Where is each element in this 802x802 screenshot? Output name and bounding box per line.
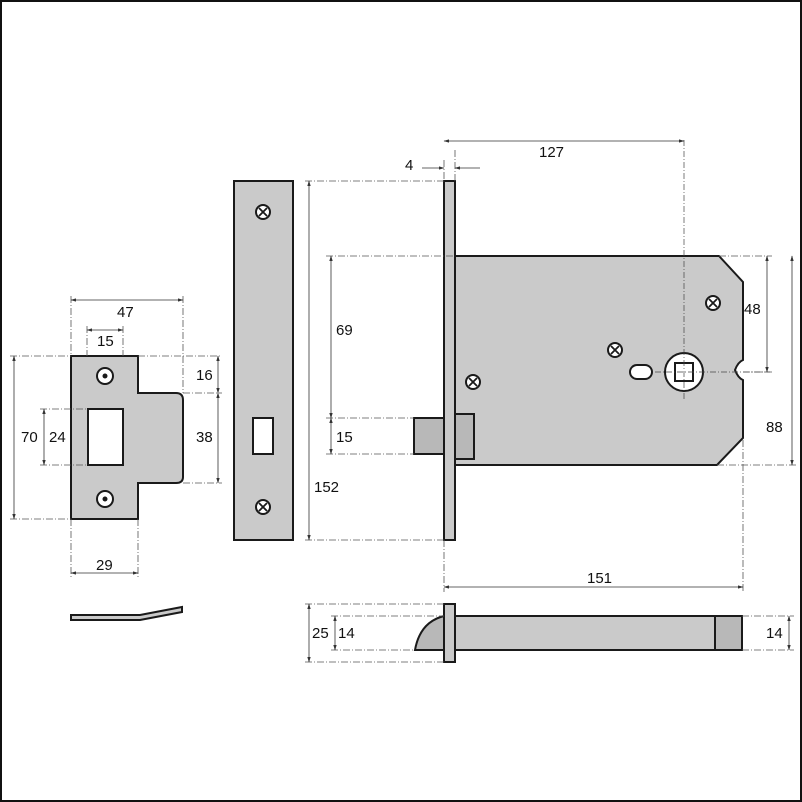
strike-lip-height-label: 38	[196, 429, 213, 446]
bottom-case-end	[714, 615, 743, 651]
forend-plate-body	[233, 180, 294, 541]
faceplate-height-label: 152	[314, 479, 339, 496]
strike-top-offset-label: 16	[196, 367, 213, 384]
backset-label: 127	[539, 144, 564, 161]
lock-dimensions: 4 127 152 69 15 48 88 151	[305, 139, 797, 592]
forend-screw-top	[255, 204, 271, 220]
latch-bevel	[413, 614, 445, 651]
bottom-case	[454, 615, 716, 651]
strike-opening-height-label: 24	[49, 429, 66, 446]
bottom-faceplate	[443, 603, 456, 663]
strike-plate-body	[70, 355, 184, 520]
strike-opening	[87, 408, 124, 466]
case-depth-label: 151	[587, 570, 612, 587]
case-screw-2	[607, 342, 623, 358]
forend-plate	[233, 180, 294, 541]
strike-dimensions: 47 15 16 38 70 24 29	[10, 296, 222, 578]
case-right-offset-label: 48	[744, 301, 761, 318]
strike-plate-width-label: 29	[96, 557, 113, 574]
tail-height-label: 14	[766, 625, 783, 642]
strike-plate	[70, 355, 184, 520]
strike-height-label: 70	[21, 429, 38, 446]
strike-hole-offset-label: 15	[97, 333, 114, 350]
lock-bottom-view: 25 14 14	[305, 603, 794, 663]
case-screw-3	[705, 295, 721, 311]
lock-body	[413, 140, 770, 541]
latch-outer-height-label: 25	[312, 625, 329, 642]
case-top-to-hub-label: 69	[336, 322, 353, 339]
latch-bolt	[413, 417, 445, 455]
case-oval-slot	[629, 364, 653, 380]
case-screw-1	[465, 374, 481, 390]
lock-case	[454, 255, 744, 466]
latch-tail	[454, 413, 475, 460]
forend-screw-bottom	[255, 499, 271, 515]
latch-inner-height-label: 14	[338, 625, 355, 642]
faceplate-thickness-label: 4	[405, 157, 413, 174]
forend-latch-slot	[252, 417, 274, 455]
strike-width-label: 47	[117, 304, 134, 321]
case-height-label: 88	[766, 419, 783, 436]
latch-height-label: 15	[336, 429, 353, 446]
strike-plate-profile	[70, 605, 183, 621]
faceplate-side	[443, 180, 456, 541]
